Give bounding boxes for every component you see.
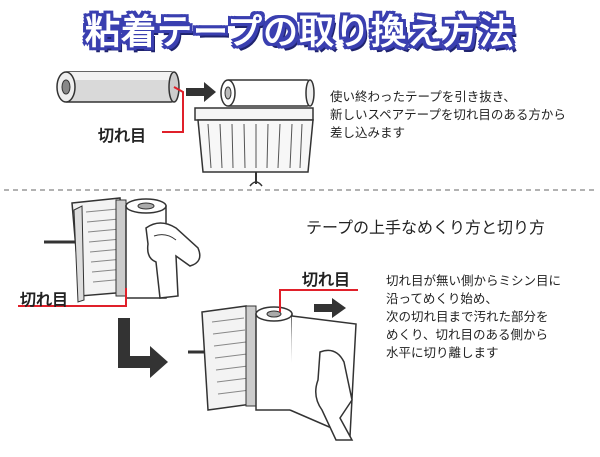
cut-line-leader-3 [279, 289, 358, 312]
right-arrow-icon [186, 82, 216, 102]
peeling-heading: テープの上手なめくり方と切り方 [306, 218, 546, 237]
peeling-illustration [188, 305, 357, 441]
tape-holder-illustration [194, 107, 314, 187]
book-with-roll-illustration [44, 197, 201, 303]
cut-line-label-1: 切れ目 [98, 126, 147, 145]
replace-instructions: 使い終わったテープを引き抜き、 新しいスペアテープを切れ目のある方から 差し込み… [330, 89, 566, 140]
peeling-instructions: 切れ目が無い側からミシン目に 沿ってめくり始め、 次の切れ目まで汚れた部分を め… [386, 273, 562, 360]
cut-line-label-2: 切れ目 [20, 290, 69, 309]
cut-line-leader-1 [162, 86, 184, 133]
bent-arrow-icon [118, 318, 168, 378]
cut-line-label-3: 切れ目 [302, 270, 351, 289]
old-roll-illustration [56, 71, 180, 103]
page-title: 粘着テープの取り換え方法 [85, 13, 515, 53]
new-roll-illustration [220, 79, 315, 107]
cut-line-leader-2 [18, 288, 127, 307]
right-arrow-icon-2 [314, 298, 346, 318]
